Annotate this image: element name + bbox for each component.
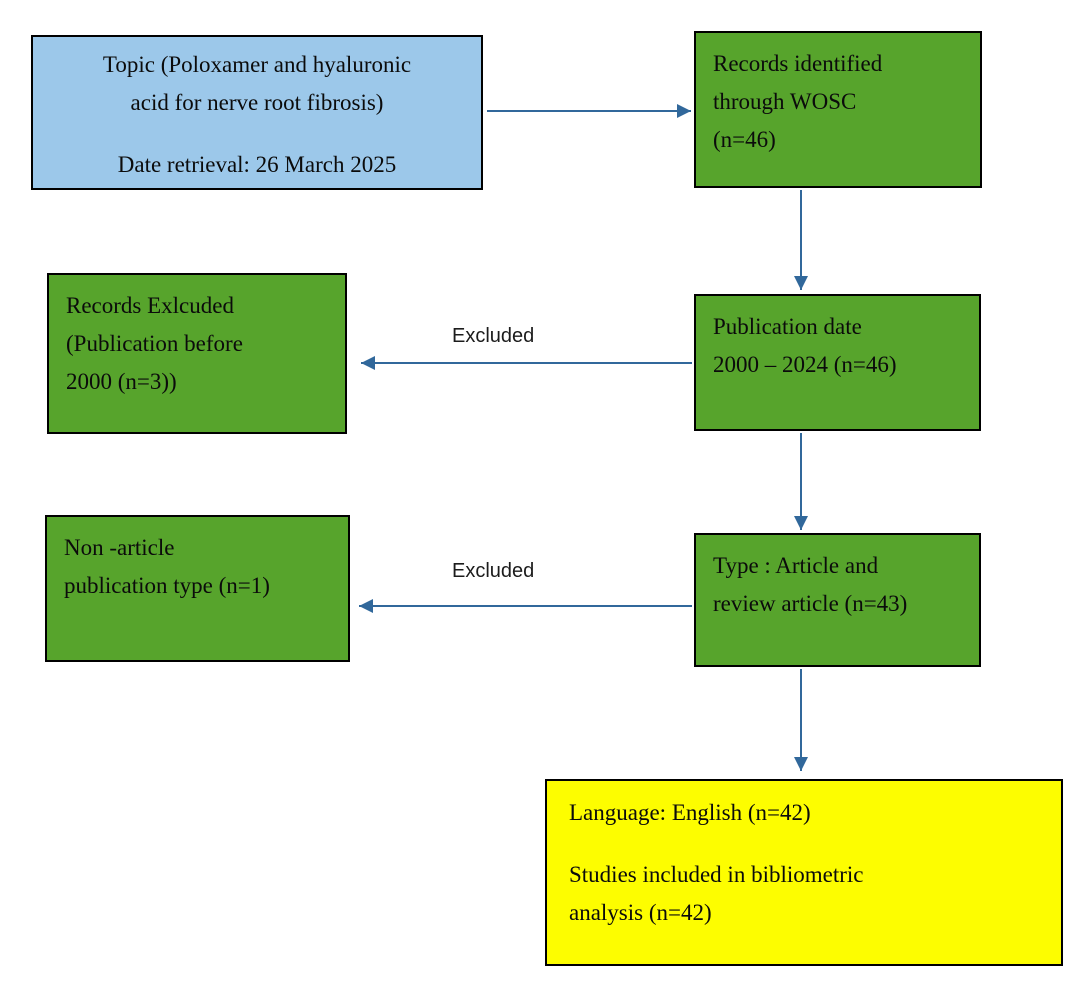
excluded-label-bottom: Excluded	[452, 560, 535, 582]
language-included-box: Language: English (n=42)Studies included…	[545, 779, 1063, 966]
excluded-label-top: Excluded	[452, 325, 535, 347]
